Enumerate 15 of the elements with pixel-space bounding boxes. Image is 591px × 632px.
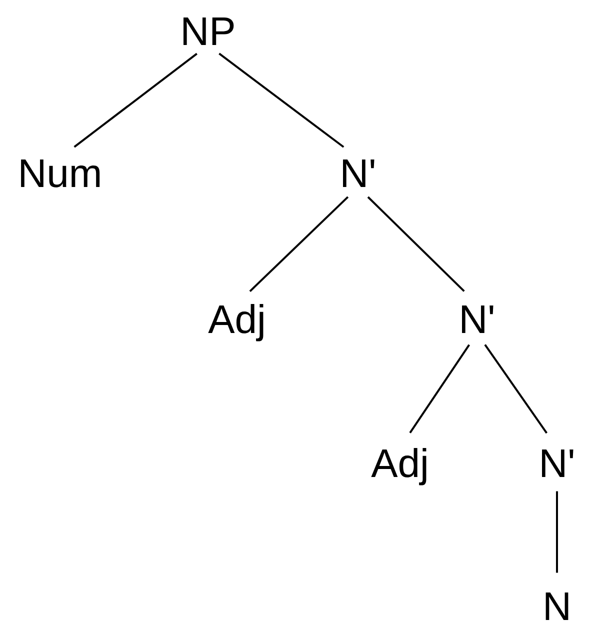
tree-branch (484, 344, 548, 434)
tree-branch (409, 344, 470, 434)
tree-branch (556, 491, 558, 573)
tree-branch (249, 196, 349, 292)
tree-label: N' (542, 449, 574, 477)
tree-label: N' (343, 160, 374, 187)
tree-label: N' (462, 306, 494, 333)
tree-label: Adj (208, 304, 264, 342)
tree-label: Adj (371, 448, 426, 486)
tree-label: Num (21, 160, 100, 188)
tree-branch (218, 52, 344, 148)
tree-branch (74, 52, 198, 148)
tree-branch (367, 196, 465, 292)
tree-label: N (546, 592, 568, 620)
tree-label: NP (184, 18, 234, 45)
